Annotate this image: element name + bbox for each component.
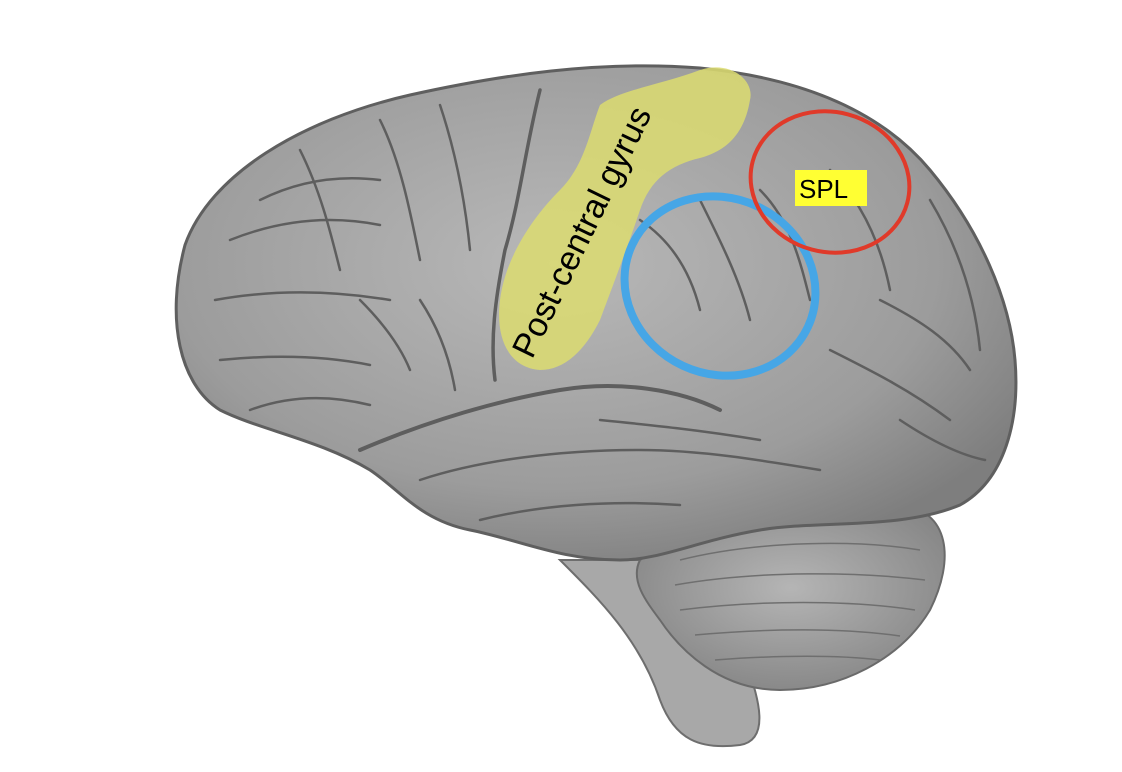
cerebellum-folia: [674, 542, 926, 661]
spl-circle: [748, 109, 912, 255]
postcentral-highlight: [499, 67, 751, 370]
spl-label: SPL: [799, 174, 848, 204]
spl-label-box: [795, 170, 867, 206]
